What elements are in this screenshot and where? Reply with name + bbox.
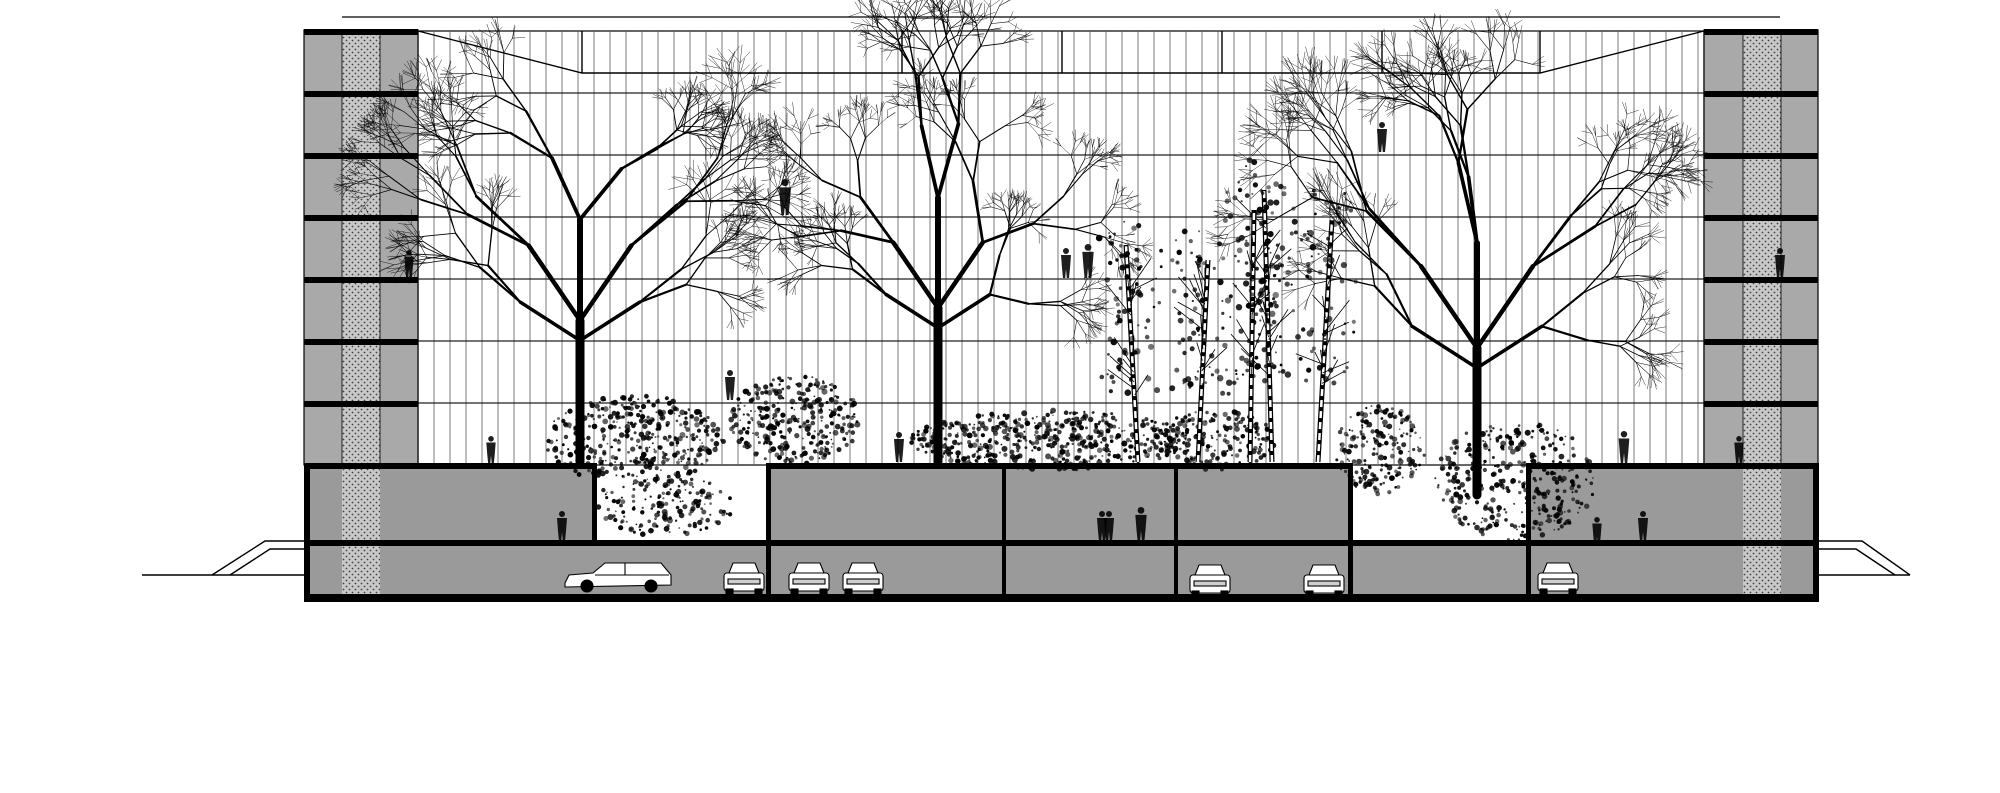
birch-tree bbox=[1293, 188, 1358, 463]
shrub bbox=[728, 374, 861, 466]
person bbox=[1135, 507, 1147, 541]
person bbox=[1061, 248, 1071, 278]
shrub bbox=[909, 407, 1191, 472]
atrium-glazed-facade bbox=[417, 30, 1705, 466]
left-office-wing bbox=[303, 29, 419, 590]
person bbox=[779, 179, 791, 215]
person bbox=[1592, 517, 1602, 545]
person bbox=[1638, 511, 1648, 541]
car bbox=[1303, 564, 1345, 597]
person bbox=[1104, 511, 1114, 541]
birch-tree bbox=[1169, 228, 1233, 463]
car bbox=[723, 562, 765, 595]
person bbox=[404, 250, 414, 278]
courtyard-vegetation bbox=[333, 0, 1713, 542]
shrub bbox=[1335, 404, 1426, 497]
person bbox=[1082, 244, 1094, 278]
person bbox=[557, 511, 567, 541]
deciduous-tree bbox=[333, 16, 813, 467]
person bbox=[1618, 431, 1630, 463]
car bbox=[1189, 564, 1231, 597]
person bbox=[725, 370, 735, 400]
person bbox=[486, 436, 496, 464]
car bbox=[564, 562, 672, 593]
person bbox=[1377, 122, 1387, 152]
shrub bbox=[1434, 422, 1595, 542]
person bbox=[894, 432, 904, 462]
car bbox=[1537, 562, 1579, 595]
shrub bbox=[595, 472, 733, 537]
right-office-wing bbox=[1703, 29, 1819, 590]
ground-line bbox=[142, 540, 1911, 576]
birch-tree bbox=[1222, 180, 1282, 463]
birch-tree bbox=[1095, 220, 1163, 463]
car bbox=[842, 562, 884, 595]
deciduous-tree bbox=[719, 0, 1154, 467]
parked-cars bbox=[564, 562, 1579, 597]
person bbox=[1734, 436, 1744, 464]
car bbox=[788, 562, 830, 595]
shrub bbox=[546, 393, 726, 487]
human-figures bbox=[404, 122, 1785, 545]
person bbox=[1775, 248, 1785, 278]
